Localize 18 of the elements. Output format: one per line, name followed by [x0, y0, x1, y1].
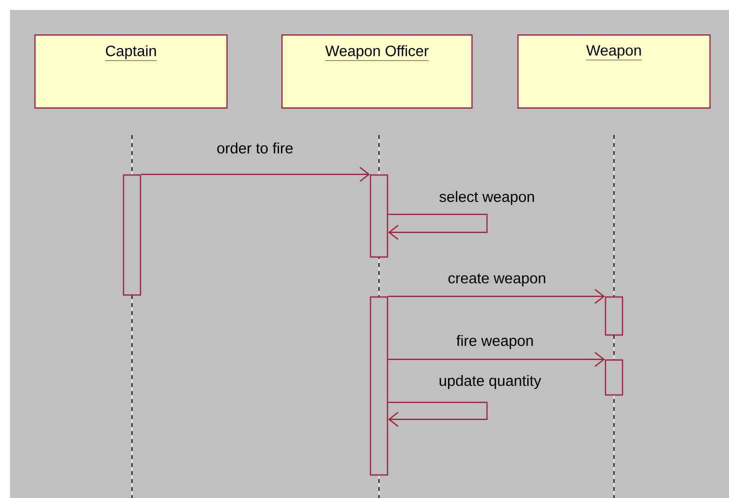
- message-label: select weapon: [439, 191, 534, 205]
- activation-bar: [370, 174, 388, 258]
- message-label: order to fire: [217, 142, 293, 154]
- self-message-arrow: [388, 214, 488, 240]
- message-label: update quantity: [440, 375, 542, 389]
- lifeline-head: Captain: [34, 34, 228, 109]
- activation-bar: [604, 359, 624, 396]
- message-arrow: [388, 288, 605, 304]
- message-arrow: [388, 352, 605, 367]
- self-message-arrow: [388, 402, 488, 427]
- message-label: fire weapon: [456, 335, 533, 349]
- lifeline-head: Weapon Officer: [281, 34, 473, 109]
- lifeline-head: Weapon: [517, 34, 711, 109]
- message-label: create weapon: [448, 274, 546, 286]
- message-arrow: [141, 166, 370, 182]
- activation-bar: [604, 296, 624, 336]
- activation-bar: [370, 296, 388, 476]
- activation-bar: [122, 174, 142, 296]
